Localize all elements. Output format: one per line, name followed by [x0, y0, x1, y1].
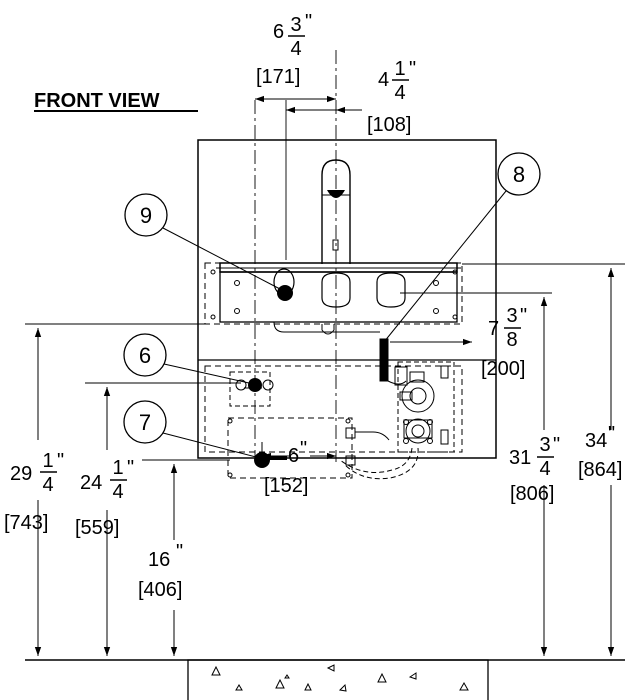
- dim-right-b: 34 " [864]: [578, 423, 622, 481]
- svg-text:": ": [409, 58, 416, 80]
- item-9-marker: [277, 285, 293, 301]
- svg-text:4: 4: [290, 38, 301, 60]
- svg-text:[200]: [200]: [481, 358, 525, 380]
- svg-text:[559]: [559]: [75, 517, 119, 539]
- svg-text:[743]: [743]: [4, 512, 48, 534]
- svg-text:": ": [127, 457, 134, 479]
- svg-text:": ": [608, 423, 615, 445]
- dim-top-left: 6 3 4 " [171]: [256, 11, 312, 88]
- view-title: FRONT VIEW: [34, 90, 160, 112]
- svg-text:1: 1: [112, 457, 123, 479]
- svg-text:": ": [300, 438, 307, 460]
- dim-left-b: 24 1 4 " [559]: [75, 457, 134, 539]
- svg-text:[406]: [406]: [138, 579, 182, 601]
- svg-text:[864]: [864]: [578, 459, 622, 481]
- dim-right-a: 31 3 4 " [806]: [509, 434, 560, 505]
- dim-left-a: 29 1 4 " [743]: [4, 450, 64, 534]
- svg-text:7: 7: [139, 410, 151, 435]
- svg-text:[108]: [108]: [367, 114, 411, 136]
- dim-bottom: 6 " [152]: [264, 438, 308, 497]
- svg-text:4: 4: [378, 69, 389, 91]
- svg-text:": ": [57, 450, 64, 472]
- dim-right-mid: 7 3 8 " [200]: [481, 305, 527, 380]
- callout-7: 7: [123, 400, 257, 458]
- svg-text:3: 3: [539, 434, 550, 456]
- dimension-lines: [25, 95, 625, 656]
- dim-left-c: 16 " [406]: [138, 541, 183, 601]
- svg-text:9: 9: [140, 203, 152, 228]
- svg-text:1: 1: [394, 58, 405, 80]
- svg-text:[152]: [152]: [264, 475, 308, 497]
- svg-text:6: 6: [288, 445, 299, 467]
- center-lines: [254, 50, 337, 462]
- svg-text:4: 4: [539, 458, 550, 480]
- svg-text:": ": [553, 434, 560, 456]
- svg-text:[171]: [171]: [256, 66, 300, 88]
- svg-text:1: 1: [42, 450, 53, 472]
- svg-text:": ": [520, 305, 527, 327]
- dim-top-right: 4 1 4 " [108]: [367, 58, 416, 136]
- svg-text:8: 8: [513, 162, 525, 187]
- svg-text:[806]: [806]: [510, 483, 554, 505]
- svg-text:6: 6: [139, 343, 151, 368]
- svg-text:4: 4: [42, 474, 53, 496]
- svg-text:24: 24: [80, 472, 102, 494]
- svg-text:7: 7: [488, 318, 499, 340]
- callout-6: 6: [123, 333, 250, 384]
- svg-text:16: 16: [148, 549, 170, 571]
- svg-text:29: 29: [10, 463, 32, 485]
- svg-text:4: 4: [112, 481, 123, 503]
- callout-9: 9: [124, 193, 281, 290]
- svg-text:": ": [176, 541, 183, 563]
- svg-text:4: 4: [394, 82, 405, 104]
- valve-assembly: [339, 338, 455, 480]
- svg-text:34: 34: [585, 430, 607, 452]
- svg-text:3: 3: [506, 305, 517, 327]
- svg-text:": ": [305, 11, 312, 33]
- sink-deck: [210, 262, 461, 335]
- drain-panel: [227, 417, 353, 479]
- callout-8: 8: [383, 152, 541, 343]
- cabinet: [197, 139, 497, 459]
- svg-text:31: 31: [509, 447, 531, 469]
- floor-section: [187, 659, 489, 700]
- svg-text:8: 8: [506, 329, 517, 351]
- concrete-hatch: [211, 664, 469, 692]
- svg-text:3: 3: [290, 14, 301, 36]
- svg-text:6: 6: [273, 21, 284, 43]
